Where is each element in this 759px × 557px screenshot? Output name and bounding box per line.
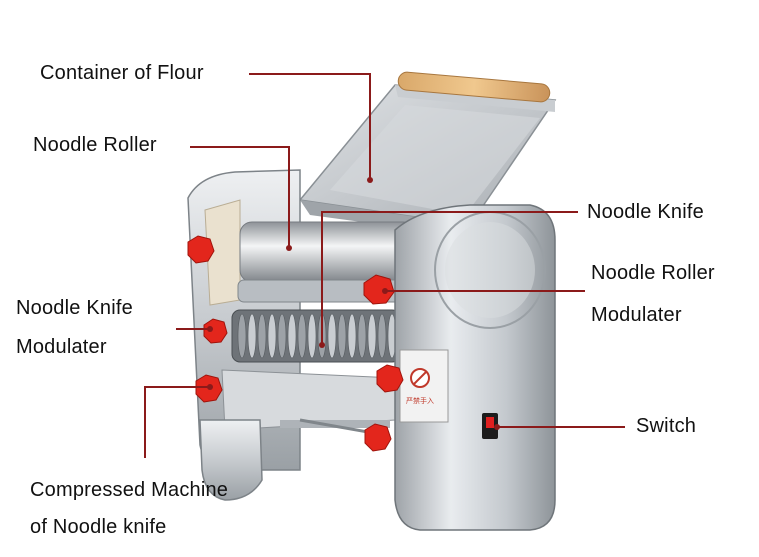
knife-blade-disc (357, 313, 367, 359)
label-noodle-knife-modulater-1: Noodle Knife (16, 297, 133, 319)
knife-blade-disc (297, 313, 307, 359)
leader-dot-container-of-flour (367, 177, 373, 183)
knife-blade-disc (337, 313, 347, 359)
knife-blade-disc (367, 313, 377, 359)
label-switch: Switch (636, 415, 697, 437)
label-noodle-roller-modulater-1: Noodle Roller (591, 262, 715, 284)
knife-blade-disc (287, 313, 297, 359)
power-switch (482, 413, 498, 439)
knife-blades (237, 313, 397, 359)
knife-blade-disc (277, 313, 287, 359)
label-noodle-roller: Noodle Roller (33, 134, 157, 156)
knife-blade-disc (307, 313, 317, 359)
knife-blade-disc (237, 313, 247, 359)
knife-blade-disc (247, 313, 257, 359)
label-noodle-knife: Noodle Knife (587, 201, 704, 223)
leader-noodle-roller (190, 146, 290, 248)
knife-blade-disc (267, 313, 277, 359)
knife-blade-disc (327, 313, 337, 359)
leader-lines (144, 73, 625, 458)
noodle-knife (231, 309, 401, 363)
leader-dot-noodle-roller (286, 245, 292, 251)
leader-compressed-machine (144, 386, 210, 458)
left-legs (199, 419, 263, 501)
label-compressed-machine-2: of Noodle knife (30, 516, 167, 538)
adjustment-knobs (187, 235, 404, 452)
knife-blade-disc (347, 313, 357, 359)
leader-dot-noodle-roller-modulater (382, 288, 388, 294)
leader-container-of-flour (249, 73, 371, 180)
knife-blade-disc (377, 313, 387, 359)
wooden-handle (397, 71, 551, 103)
label-noodle-knife-modulater-2: Modulater (16, 336, 107, 358)
knife-blade-disc (257, 313, 267, 359)
leader-dot-switch (494, 424, 500, 430)
safety-sticker-text: 严禁手入 (406, 396, 434, 405)
right-side-housing: 严禁手入 (394, 204, 556, 531)
leader-dot-noodle-knife (319, 342, 325, 348)
leader-noodle-knife (321, 211, 578, 345)
label-compressed-machine-1: Compressed Machine (30, 479, 229, 501)
leader-dot-noodle-knife-modulater (207, 326, 213, 332)
label-noodle-roller-modulater-2: Modulater (591, 304, 682, 326)
label-container-of-flour: Container of Flour (40, 62, 204, 84)
leader-dot-compressed-machine (207, 384, 213, 390)
